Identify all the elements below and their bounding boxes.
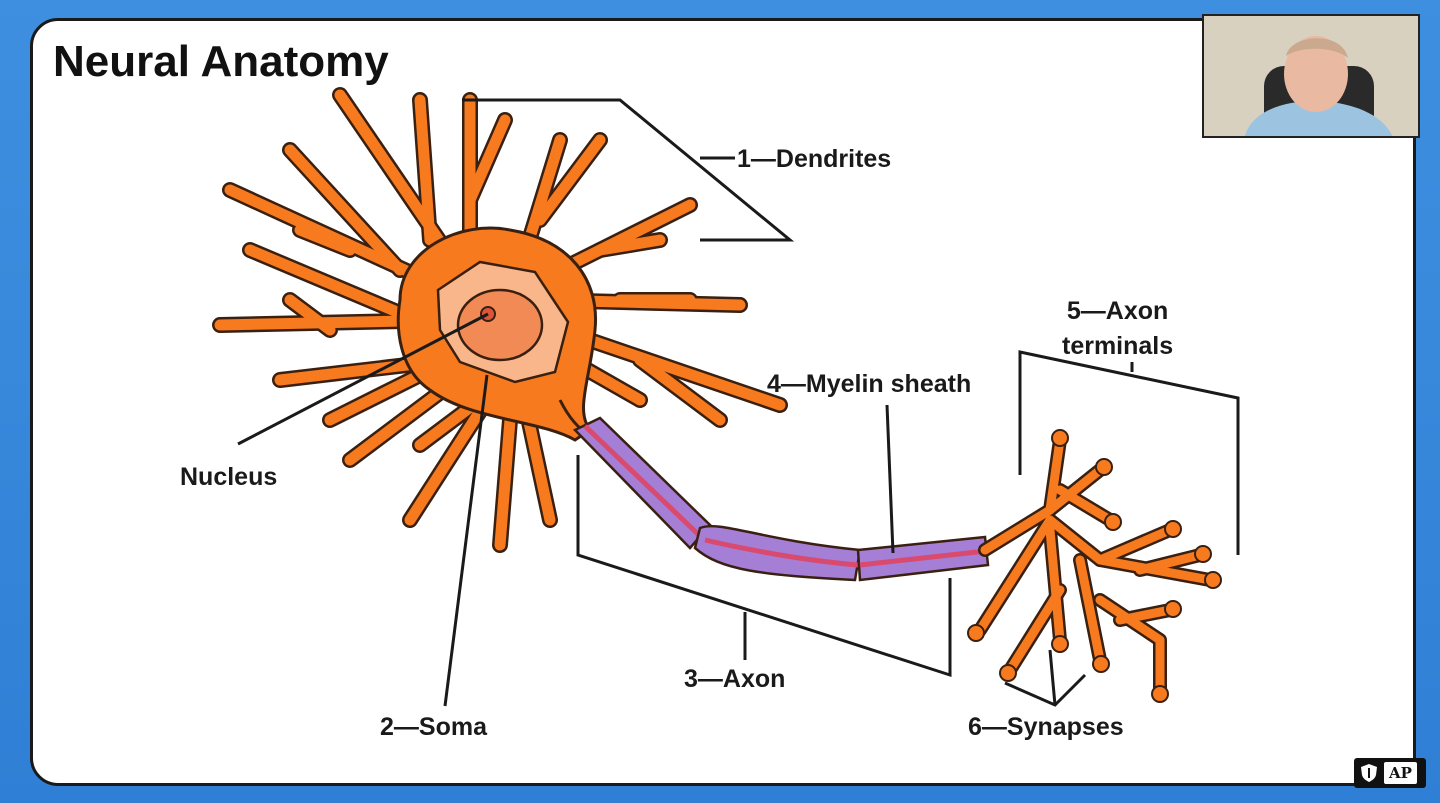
label-axon: 3—Axon <box>684 665 786 693</box>
label-dendrites: 1—Dendrites <box>737 145 892 173</box>
presenter-video <box>1202 14 1420 138</box>
presenter-silhouette-icon <box>1204 16 1418 136</box>
slide: Neural Anatomy <box>30 18 1416 786</box>
label-soma: 2—Soma <box>380 713 487 741</box>
ap-logo-text: AP <box>1384 762 1417 784</box>
label-nucleus: Nucleus <box>180 463 278 491</box>
label-axon-terminals: 5—Axon terminals <box>1062 294 1173 364</box>
shield-icon <box>1361 764 1377 782</box>
slide-title: Neural Anatomy <box>53 37 389 86</box>
label-myelin-sheath: 4—Myelin sheath <box>767 370 972 398</box>
label-axon-terminals-line1: 5—Axon <box>1066 297 1169 325</box>
ap-badge: AP <box>1354 758 1426 788</box>
myelin-sheath <box>572 416 990 582</box>
terminal-buttons <box>967 429 1222 703</box>
label-synapses: 6—Synapses <box>968 713 1124 741</box>
label-axon-terminals-line2: terminals <box>1062 332 1174 360</box>
leader-lines <box>237 98 1240 707</box>
nucleus-shape <box>456 288 544 362</box>
